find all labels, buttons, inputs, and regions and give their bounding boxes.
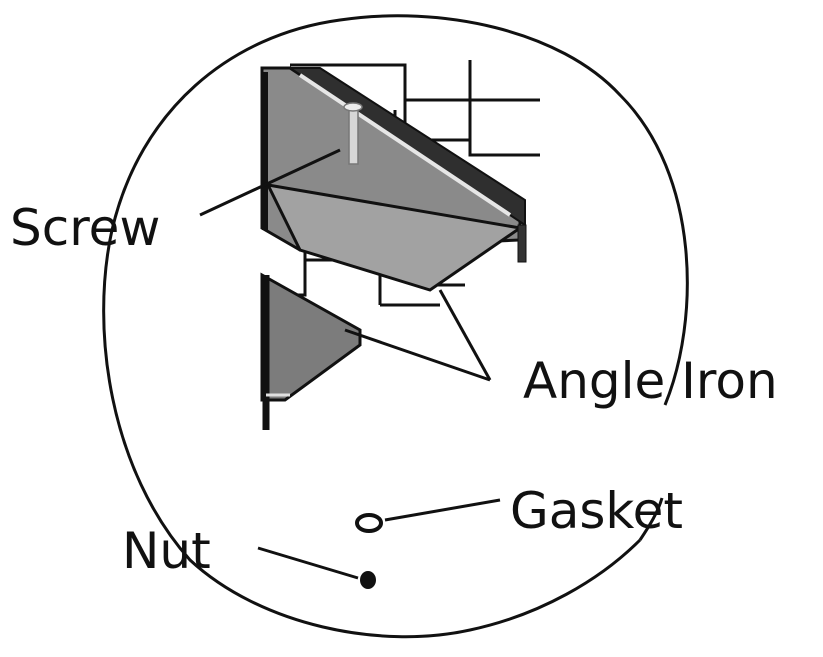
screw-icon	[343, 102, 363, 165]
detail-circle-lower-gap	[638, 497, 664, 541]
angle-iron-leader-line-upper	[438, 289, 492, 381]
angle-iron-leader-line-lower	[344, 328, 491, 382]
gasket-label: Gasket	[510, 482, 683, 540]
angle-iron-label: Angle Iron	[523, 352, 778, 410]
lower-angle-flange	[260, 272, 362, 402]
nut-leader-line	[257, 546, 359, 580]
screw-label: Screw	[10, 199, 160, 257]
upper-angle-horizontal-flange	[265, 183, 524, 292]
screw-leader-line	[199, 148, 341, 217]
gasket-leader-line	[384, 498, 501, 522]
detail-circle	[102, 14, 689, 639]
gasket-icon	[355, 513, 383, 533]
upper-angle-end	[517, 224, 527, 263]
upper-angle-highlight	[298, 73, 512, 217]
nut-label: Nut	[122, 522, 211, 580]
nut-icon	[360, 571, 376, 589]
